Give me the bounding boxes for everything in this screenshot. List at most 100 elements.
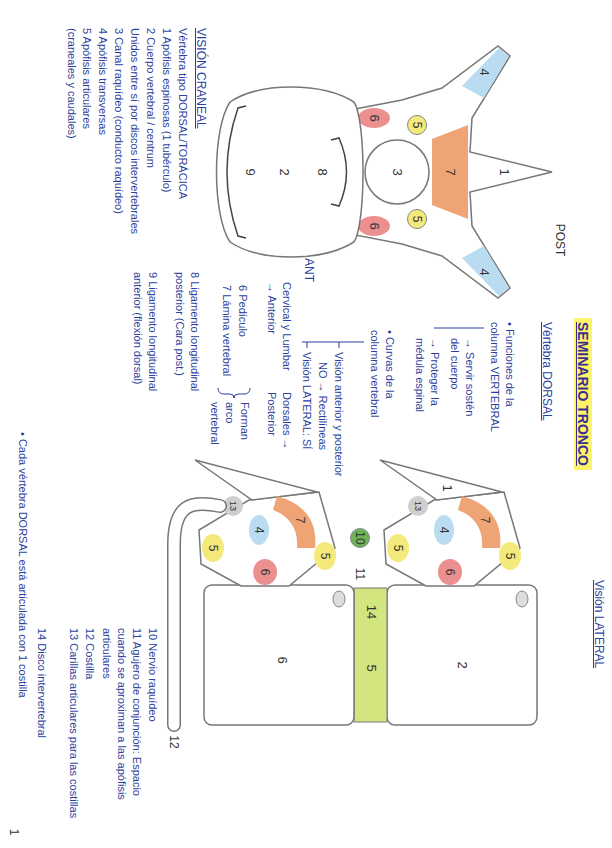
note-text: 7 Lámina vertebral (219, 285, 234, 385)
callout-number: 8 (315, 168, 329, 175)
pedicle-patch (253, 559, 277, 585)
callout-number: 2 (277, 168, 291, 175)
callout-number: 4 (252, 527, 266, 534)
note-text: 14 Disco intervertebral (34, 628, 49, 833)
note-text: Dorsales → Posterior (264, 392, 294, 458)
callout-number: 1 (7, 829, 21, 836)
vertebral-arch (350, 46, 552, 298)
callout-number: 5 (411, 122, 424, 129)
note-text: • Cada vértebra DORSAL está articulada c… (15, 432, 30, 832)
note-text: Visión anterior y posterior (331, 352, 346, 512)
pedicle-patch (438, 559, 462, 585)
note-text: 8 Ligamento longitudinal posterior (Cara… (172, 272, 202, 424)
callout-number: 5 (206, 545, 220, 552)
callout-number: 12 (167, 735, 181, 748)
callout-number: 5 (503, 553, 517, 560)
articular-patch (387, 534, 409, 562)
circled-number: 10 (350, 528, 370, 548)
callout-number: 1 (497, 168, 511, 175)
note-text: 9 Ligamento longitudinal anterior (flexi… (130, 272, 160, 424)
callout-number: 7 (443, 168, 457, 175)
callout-number: 11 (353, 568, 367, 580)
vertebral-body (204, 585, 354, 725)
note-text: 12 Costilla (82, 628, 97, 833)
rib-outline (174, 504, 220, 725)
lamina-patch (432, 125, 468, 219)
callout-number: 6 (367, 222, 381, 229)
callout-number: 6 (367, 114, 381, 121)
callout-number: 4 (437, 527, 451, 534)
vertebra-posterior (380, 460, 521, 586)
note-text: Visión LATERAL: SÍ (299, 352, 314, 472)
pedicle-patch (358, 216, 390, 236)
page-title: SEMINARIO TRONCO (574, 318, 592, 470)
note-text: • Funciones de la columna VERTEBRAL (487, 322, 517, 440)
note-bracket (434, 328, 484, 329)
note-text: 11 Agujero de conjunción: Espacio cuando… (99, 628, 144, 833)
costal-facet (333, 591, 345, 607)
circled-number: 5 (407, 115, 427, 135)
note-text: NO → Rectilíneas (315, 362, 330, 482)
articular-patch (202, 534, 224, 562)
note-text: VISIÓN CRANEAL (193, 28, 208, 228)
note-bracket (302, 342, 364, 348)
callout-number: 2 (455, 661, 469, 668)
callout-number: 6 (443, 569, 457, 576)
note-text: 5 Apófisis articulares (craneales y caud… (64, 28, 94, 158)
vertebra-posterior (195, 460, 336, 586)
callout-number: POST (553, 224, 567, 257)
vertebral-arch (384, 492, 520, 586)
transverse-patch (462, 246, 509, 296)
callout-number: 4 (477, 68, 491, 75)
note-text: 2 Cuerpo vertebral / centrum (143, 28, 158, 268)
note-text: Unidos entre sí por discos intervertebra… (127, 28, 142, 268)
callout-number: 14 (364, 605, 378, 619)
callout-number: 1 (440, 484, 454, 491)
callout-number: 7 (478, 517, 492, 524)
costal-facet (516, 591, 528, 607)
callout-number: 5 (411, 216, 424, 223)
callout-number: 5 (364, 664, 378, 671)
rib (174, 504, 220, 725)
callout-number: 6 (258, 569, 272, 576)
note-text: ANT (301, 258, 316, 282)
note-text: 6 Pedículo (235, 285, 250, 385)
callout-number: 13 (228, 501, 238, 511)
pedicle-patch (358, 108, 390, 128)
lamina-patch (458, 496, 500, 548)
vertebral-body (217, 87, 364, 257)
vertebral-canal (365, 140, 429, 204)
transverse-patch (249, 515, 269, 545)
note-text: Vértebra tipo DORSAL/TORÁCICA (175, 28, 190, 268)
callout-number: 5 (318, 553, 332, 560)
vertebral-body (387, 585, 537, 725)
callout-number: 5 (391, 545, 405, 552)
note-text: → Proteger la médula espinal (412, 338, 442, 438)
note-text: Forman arco vertebral (207, 402, 252, 456)
callout-number: 9 (243, 168, 257, 175)
note-brace (218, 388, 250, 398)
callout-number: 13 (413, 501, 423, 511)
transverse-patch (462, 48, 509, 98)
note-text: 3 Canal raquídeo (conducto raquídeo) (111, 28, 126, 268)
callout-number: 10 (354, 531, 367, 544)
callout-number: 4 (477, 268, 491, 275)
note-text: Visión LATERAL (591, 580, 606, 710)
callout-number: 6 (275, 656, 289, 663)
note-text: 4 Apófisis transversas (95, 28, 110, 268)
note-text: 1 Apófisis espinosas (1 tubérculo) (159, 28, 174, 268)
spinous-process (195, 460, 317, 500)
costal-facet (408, 496, 428, 516)
note-text: 10 Nervio raquídeo (145, 628, 160, 838)
articular-patch (314, 542, 336, 570)
spinous-process (380, 460, 502, 500)
note-text: → Servir sostén del cuerpo (447, 338, 477, 430)
callout-number: 3 (390, 168, 404, 175)
note-text: Cervical y Lumbar → Anterior (264, 282, 294, 382)
ligament-bracket (331, 138, 347, 206)
articular-patch (499, 542, 521, 570)
note-text: Vértebra DORSAL (539, 322, 554, 472)
circled-number: 5 (407, 209, 427, 229)
callout-number: 7 (293, 517, 307, 524)
